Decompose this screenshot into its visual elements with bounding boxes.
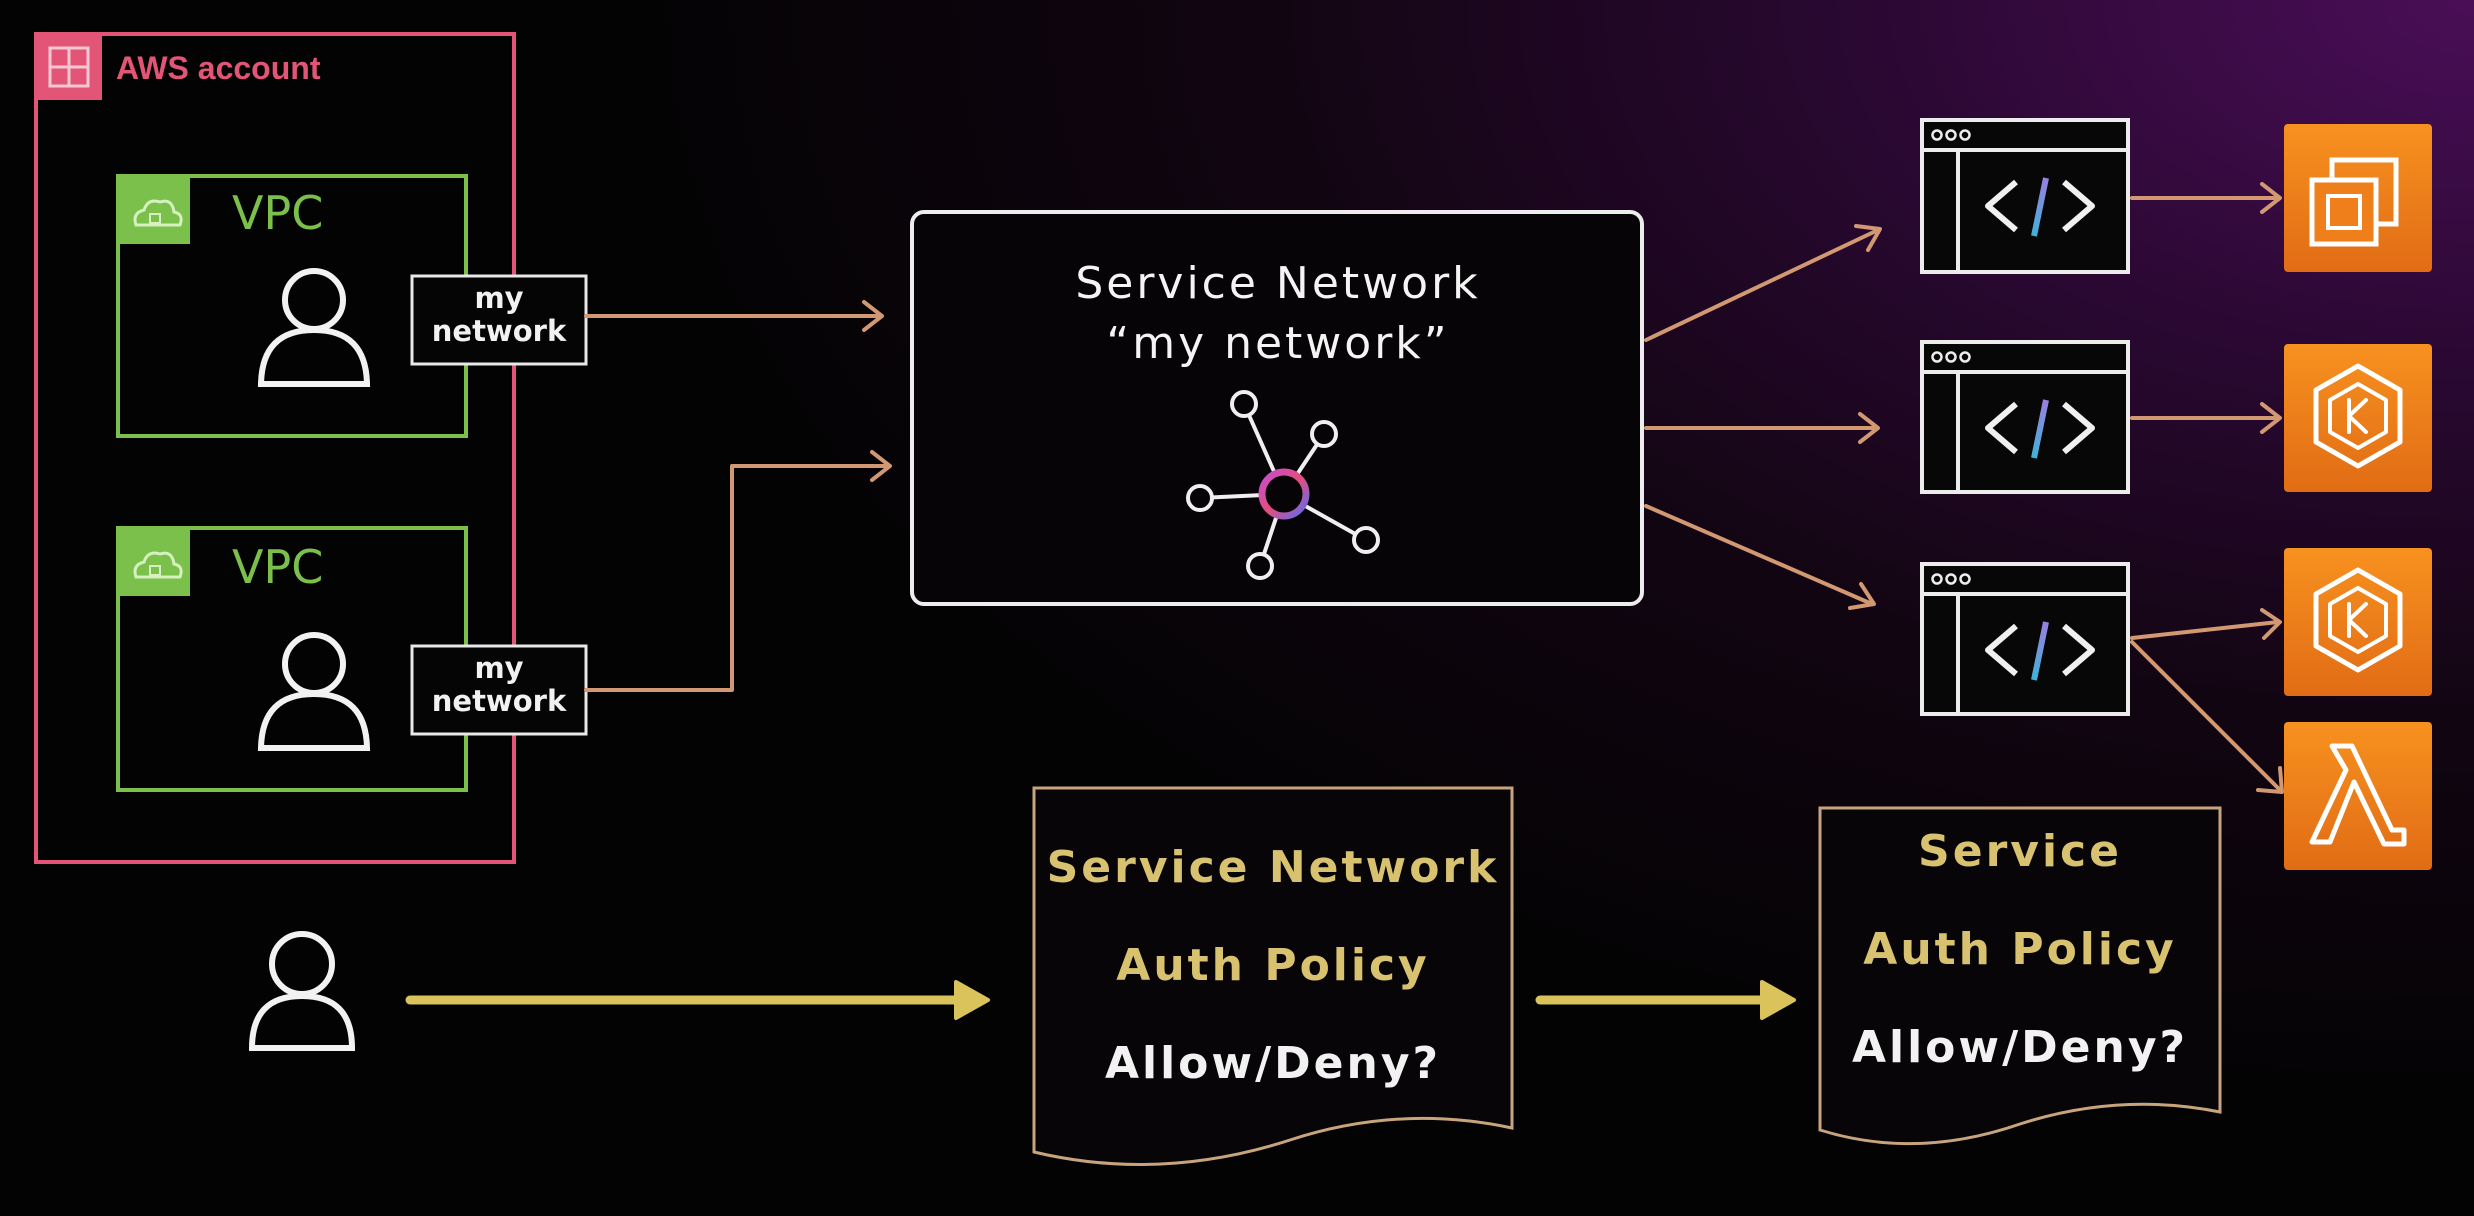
- vpc-1-network-association[interactable]: [410, 274, 588, 366]
- arrowhead: [870, 450, 892, 482]
- service-network-box[interactable]: [910, 210, 1644, 606]
- aws-account-boundary: [34, 32, 516, 864]
- aws-account-label: AWS account: [116, 50, 321, 86]
- network-policy-line-3: Allow/Deny?: [1104, 1038, 1442, 1089]
- aws-account-group: [34, 32, 516, 864]
- arrowhead: [1854, 224, 1882, 252]
- vpc-1-label: VPC: [232, 186, 324, 240]
- arrowhead: [954, 980, 990, 1020]
- association-line-1: my: [474, 651, 524, 685]
- connector-vpc2-to-network: [584, 464, 890, 692]
- arrowhead: [862, 300, 884, 332]
- vpc-cloud-icon: [118, 528, 190, 596]
- kubernetes-icon: [2284, 344, 2432, 492]
- network-policy-line-2: Auth Policy: [1116, 940, 1430, 991]
- vpc-2-group: [116, 526, 588, 792]
- connector-network-to-service-1: [1644, 228, 1880, 342]
- service-policy-line-3: Allow/Deny?: [1851, 1022, 2189, 1073]
- vpc-2-association-label: my network: [414, 652, 584, 718]
- aws-account-icon: [36, 34, 102, 100]
- user-icon: [257, 268, 371, 387]
- user-icon: [257, 632, 371, 751]
- arrowhead: [1760, 980, 1796, 1020]
- vpc-1-association-label: my network: [414, 282, 584, 348]
- arrowhead: [1858, 412, 1880, 444]
- service-network-title: Service Network: [1075, 258, 1481, 309]
- service-policy-line-2: Auth Policy: [1863, 924, 2177, 975]
- connector-service-3-to-kubernetes: [2130, 620, 2280, 640]
- vpc-2-label: VPC: [232, 540, 324, 594]
- association-line-2: network: [431, 314, 567, 348]
- lambda-icon: [2284, 722, 2432, 870]
- vpc-1-group: [116, 174, 588, 438]
- service-network-hub-icon: [1186, 390, 1380, 580]
- arrowhead: [2260, 608, 2282, 640]
- association-line-1: my: [474, 281, 524, 315]
- service-auth-policy-doc[interactable]: [1818, 806, 2222, 1146]
- service-1-window[interactable]: [1920, 118, 2130, 274]
- compute-icon: [2284, 124, 2432, 272]
- association-line-2: network: [431, 684, 567, 718]
- service-2-window[interactable]: [1920, 340, 2130, 494]
- service-network-name: “my network”: [1106, 318, 1450, 369]
- service-policy-line-1: Service: [1918, 826, 2122, 877]
- vpc-cloud-icon: [118, 176, 190, 244]
- arrowhead: [2260, 402, 2282, 434]
- kubernetes-icon: [2284, 548, 2432, 696]
- auth-user-icon: [248, 931, 356, 1051]
- connector-service-3-to-lambda: [2130, 640, 2282, 792]
- arrowhead: [2260, 182, 2282, 214]
- service-network-auth-policy-doc[interactable]: [1032, 786, 1514, 1166]
- network-policy-line-1: Service Network: [1046, 842, 1500, 893]
- service-3-window[interactable]: [1920, 562, 2130, 716]
- arrowhead: [2256, 766, 2284, 794]
- connector-network-to-service-3: [1644, 504, 1874, 606]
- arrowhead: [1848, 582, 1876, 610]
